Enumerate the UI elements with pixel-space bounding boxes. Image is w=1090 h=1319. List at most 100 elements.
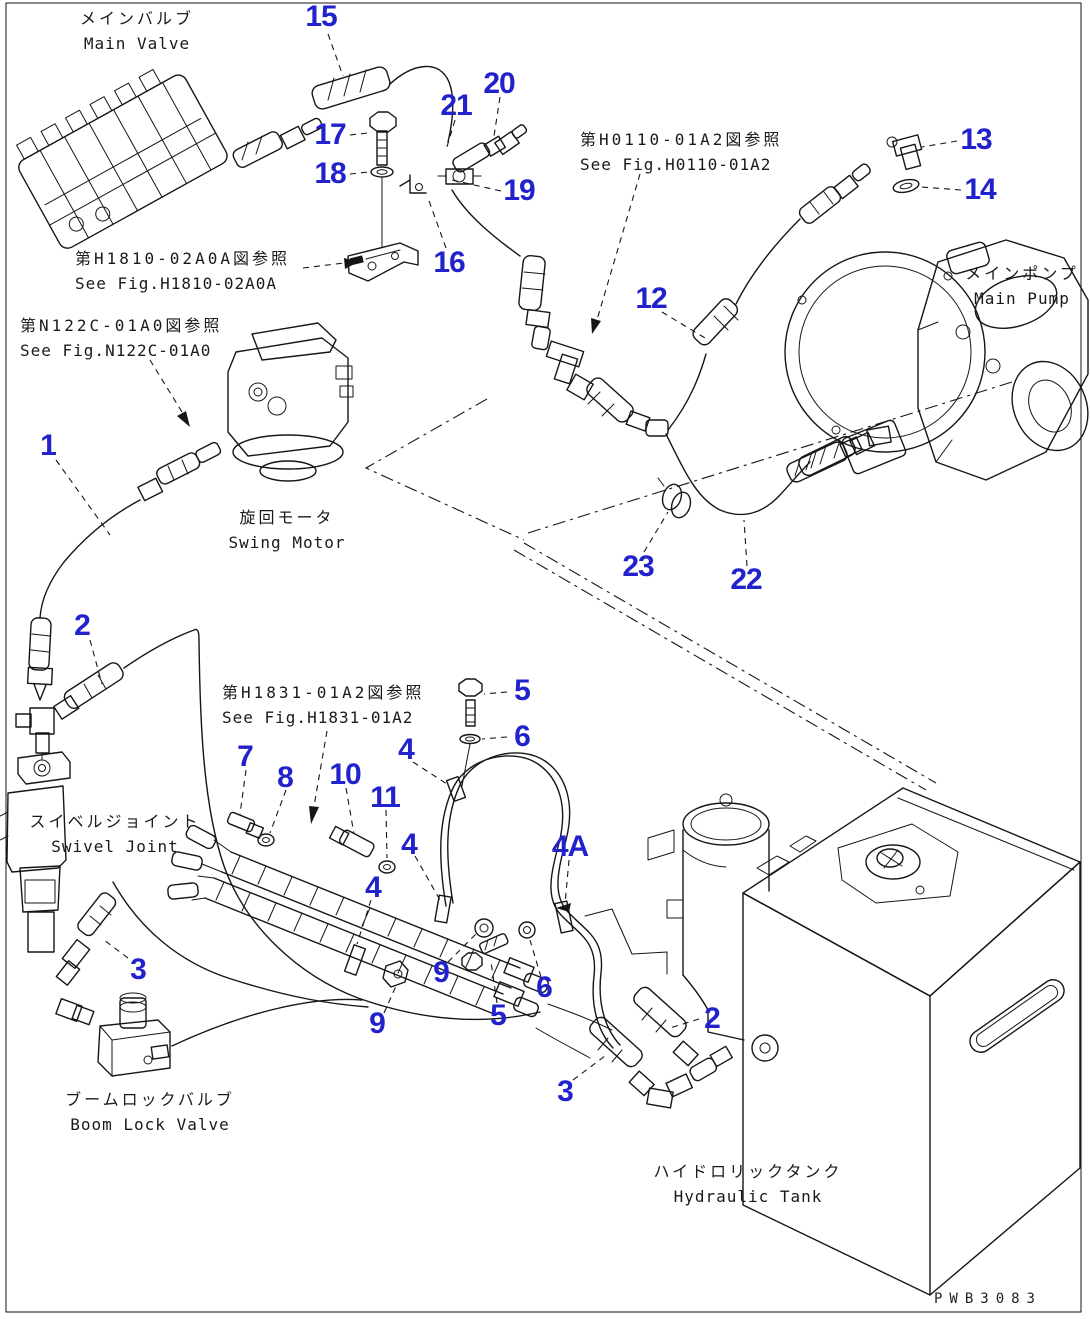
- label-boom-lock-valve-jp: ブームロックバルブ: [65, 1090, 235, 1109]
- bracket-9: [383, 961, 408, 987]
- main-pump-drawing: [785, 240, 1090, 484]
- swing-motor-hose-fittings: [138, 441, 222, 500]
- clamp-4a: [555, 901, 573, 933]
- tank-inlet-elbows: [647, 1046, 733, 1108]
- hose-3-left: [56, 891, 118, 986]
- bolt-5-axis: [462, 744, 470, 786]
- deck-fold-lines: [366, 382, 1012, 790]
- clamp-23: [658, 478, 694, 520]
- grommet-9: [475, 919, 493, 937]
- callout-6: 6: [514, 720, 531, 753]
- callout-9: 9: [433, 956, 450, 989]
- label-see-fig-h1810-en: See Fig.H1810-02A0A: [75, 274, 278, 293]
- label-see-fig-n122c-en: See Fig.N122C-01A0: [20, 341, 212, 360]
- main-valve-drawing: [8, 58, 230, 252]
- hose-2-route: [124, 629, 540, 1019]
- callout-5: 5: [514, 674, 531, 707]
- boom-lock-valve-drawing: [56, 993, 170, 1076]
- callout-12: 12: [635, 282, 667, 315]
- pump-inlet-fittings: [797, 163, 872, 226]
- ring-14: [892, 177, 920, 194]
- bolt-17: [370, 112, 396, 165]
- label-swing-motor-en: Swing Motor: [228, 533, 346, 552]
- clamp-19: [438, 169, 481, 184]
- bolt-7: [227, 812, 264, 839]
- label-swing-motor: 旋回モータ Swing Motor: [229, 505, 346, 555]
- hydraulic-tank-drawing: [648, 788, 1080, 1295]
- hose-2-ferrule: [54, 660, 126, 719]
- callout-8: 8: [277, 761, 294, 794]
- callout-1: 1: [40, 429, 57, 462]
- callout-14: 14: [964, 173, 996, 206]
- label-main-valve: メインバルブ Main Valve: [80, 6, 194, 56]
- label-see-fig-h0110-jp: 第H0110-01A2図参照: [580, 130, 783, 149]
- reference-leaders: [150, 174, 640, 824]
- callout-22: 22: [730, 563, 762, 596]
- clamp-4-bundle: [345, 945, 366, 975]
- washer-8: [258, 834, 274, 846]
- label-main-valve-en: Main Valve: [83, 34, 191, 53]
- callout-5: 5: [490, 999, 507, 1032]
- hose-1: [40, 500, 140, 618]
- valve-outlet-fittings: [231, 117, 323, 169]
- callout-2: 2: [74, 609, 91, 642]
- clamp-4-left-leg: [435, 895, 451, 923]
- callout-4A: 4A: [551, 830, 589, 863]
- page-frame: [6, 3, 1081, 1312]
- label-main-pump-jp: メインポンプ: [965, 264, 1079, 283]
- hose-2-lower: [631, 984, 698, 1065]
- callout-4: 4: [401, 828, 418, 861]
- elbow-13: [887, 135, 922, 170]
- fitting-21: [451, 136, 505, 173]
- bolt-10: [330, 826, 376, 858]
- callout-17: 17: [314, 118, 346, 151]
- label-main-pump-en: Main Pump: [974, 289, 1070, 308]
- callout-7: 7: [237, 740, 254, 773]
- label-see-fig-h1810-jp: 第H1810-02A0A図参照: [75, 249, 290, 268]
- bolt-5-lower: [462, 933, 509, 970]
- callout-13: 13: [960, 123, 992, 156]
- label-see-fig-h0110-en: See Fig.H0110-01A2: [580, 155, 772, 174]
- washer-6-upper: [460, 735, 480, 744]
- label-swing-motor-jp: 旋回モータ: [239, 508, 335, 527]
- label-swivel-joint: スイベルジョイント Swivel Joint: [29, 809, 200, 859]
- callout-3: 3: [130, 953, 147, 986]
- fitting-20: [495, 124, 528, 155]
- callout-19: 19: [503, 174, 535, 207]
- hose-15: [310, 65, 453, 142]
- label-see-fig-h1810: 第H1810-02A0A図参照 See Fig.H1810-02A0A: [75, 246, 290, 296]
- callout-18: 18: [314, 157, 346, 190]
- label-see-fig-n122c-jp: 第N122C-01A0図参照: [20, 316, 223, 335]
- washer-6-lower: [519, 922, 535, 938]
- swing-motor-drawing: [228, 323, 353, 481]
- hose-1-end: [28, 618, 53, 700]
- label-swivel-joint-jp: スイベルジョイント: [29, 812, 201, 831]
- callout-10: 10: [329, 758, 361, 791]
- label-main-valve-jp: メインバルブ: [79, 9, 195, 28]
- hose-to-tee: [452, 190, 520, 256]
- label-swivel-joint-en: Swivel Joint: [51, 837, 179, 856]
- label-see-fig-h0110: 第H0110-01A2図参照 See Fig.H0110-01A2: [580, 127, 782, 177]
- callout-20: 20: [483, 67, 515, 100]
- callout-leaders: [56, 34, 961, 1080]
- callout-6: 6: [536, 971, 553, 1004]
- hose-12: [690, 296, 740, 348]
- filter-drawing: [667, 794, 769, 1040]
- label-see-fig-n122c: 第N122C-01A0図参照 See Fig.N122C-01A0: [20, 313, 222, 363]
- bolt-5-upper: [459, 679, 482, 726]
- bracket-16: [348, 243, 418, 281]
- drawing-number: PWB3083: [933, 1291, 1042, 1307]
- label-boom-lock-valve-en: Boom Lock Valve: [70, 1115, 230, 1134]
- elbow-bracket: [400, 175, 426, 193]
- clamp-4-apex: [447, 777, 466, 802]
- hose-3-lower: [587, 1014, 654, 1095]
- label-see-fig-h1831-jp: 第H1831-01A2図参照: [222, 683, 425, 702]
- hose-12-lower: [668, 354, 706, 430]
- hose-route-lower-left: [113, 882, 368, 1007]
- label-hydraulic-tank-jp: ハイドロリックタンク: [653, 1162, 843, 1181]
- callout-4: 4: [398, 733, 415, 766]
